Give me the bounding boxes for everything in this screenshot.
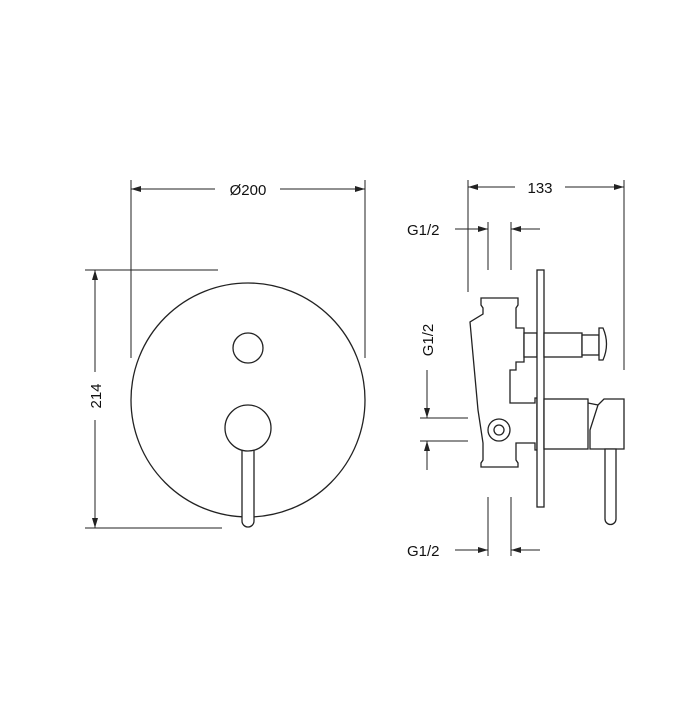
inlet-side-label: G1/2 <box>420 324 437 357</box>
diverter-button <box>232 332 264 364</box>
handle-body <box>543 398 589 450</box>
inlet-bottom-label: G1/2 <box>407 543 440 560</box>
diverter-spindle <box>543 332 583 358</box>
depth-label: 133 <box>527 180 552 197</box>
height-label: 214 <box>88 383 105 408</box>
wall-plate <box>536 269 545 508</box>
handle-cap <box>587 398 625 450</box>
diverter-knob <box>598 327 608 361</box>
diameter-label: Ø200 <box>230 182 267 199</box>
diverter-collar <box>581 334 600 356</box>
handle-hub <box>224 404 272 452</box>
inlet-top-label: G1/2 <box>407 222 440 239</box>
lever-handle <box>241 429 255 528</box>
inlet-nut-inner <box>493 424 505 436</box>
lever-side <box>604 448 617 526</box>
diverter-stem <box>523 332 538 358</box>
side-view: 133 G1/2 G1/2 G1/2 <box>407 180 625 560</box>
front-view: Ø200 214 <box>85 180 366 529</box>
valve-body <box>469 297 538 468</box>
